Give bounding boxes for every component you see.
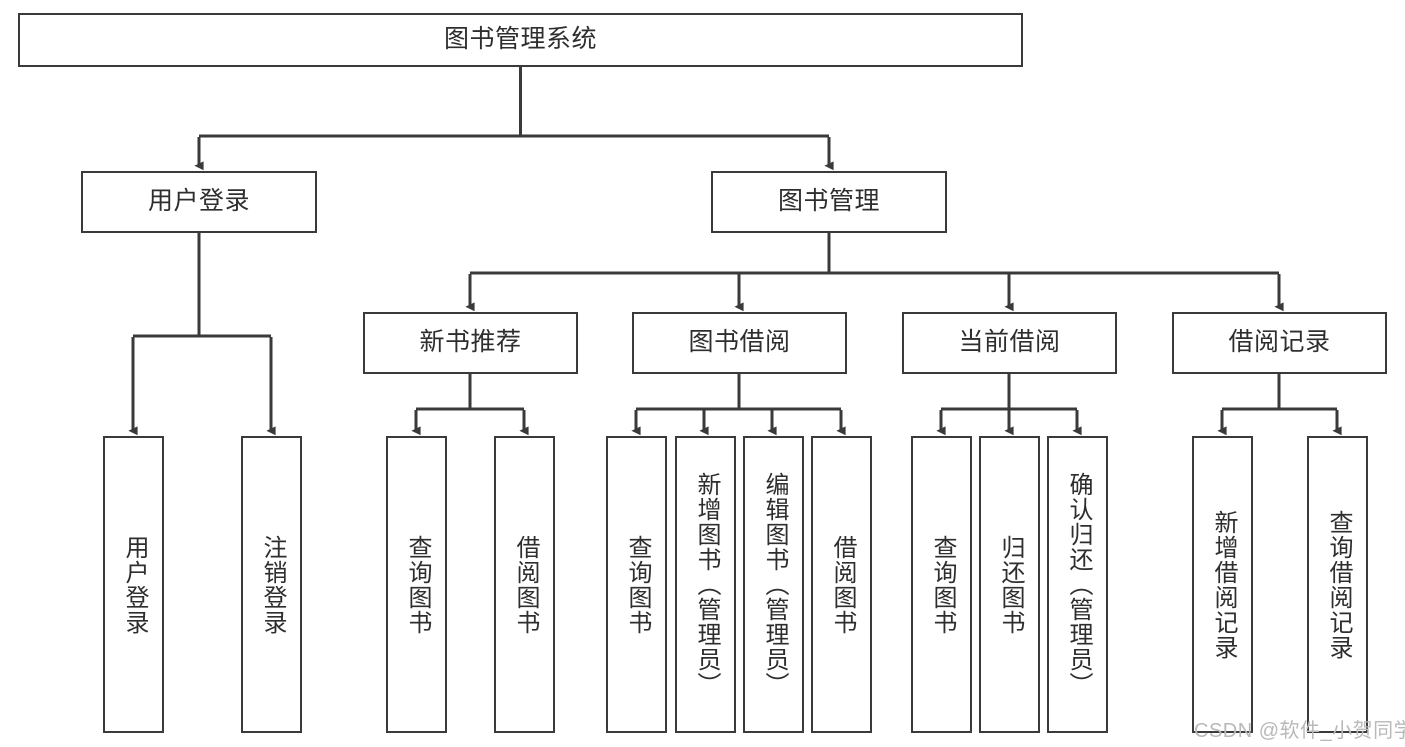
node-label: 归还图书: [996, 534, 1024, 635]
node-label: 当前借阅: [958, 328, 1061, 357]
node-label: 确认归还（管理员）: [1064, 472, 1092, 697]
leaf-return-book[interactable]: 归还图书: [979, 436, 1040, 733]
leaf-query-borrow-record[interactable]: 查询借阅记录: [1307, 436, 1368, 733]
node-label: 借阅图书: [511, 534, 539, 635]
node-label: 图书借阅: [688, 328, 791, 357]
node-label: 新增图书（管理员）: [692, 472, 720, 697]
node-label: 借阅记录: [1228, 328, 1331, 357]
node-label: 用户登录: [120, 534, 148, 635]
leaf-query-book-recommend[interactable]: 查询图书: [386, 436, 447, 733]
leaf-add-borrow-record[interactable]: 新增借阅记录: [1192, 436, 1253, 733]
node-label: 新增借阅记录: [1209, 509, 1237, 660]
node-new-book-recommend[interactable]: 新书推荐: [363, 312, 578, 374]
leaf-user-login[interactable]: 用户登录: [103, 436, 164, 733]
node-label: 用户登录: [147, 187, 250, 216]
leaf-edit-book-admin[interactable]: 编辑图书（管理员）: [743, 436, 804, 733]
leaf-confirm-return-admin[interactable]: 确认归还（管理员）: [1047, 436, 1108, 733]
node-book-management[interactable]: 图书管理: [711, 171, 947, 233]
node-label: 图书管理: [777, 187, 880, 216]
csdn-watermark: CSDN @软件_小贺同学: [1194, 720, 1405, 742]
leaf-logout[interactable]: 注销登录: [241, 436, 302, 733]
node-borrow-record[interactable]: 借阅记录: [1172, 312, 1387, 374]
node-root-system[interactable]: 图书管理系统: [18, 13, 1023, 67]
node-user-login[interactable]: 用户登录: [81, 171, 317, 233]
node-label: 查询图书: [403, 534, 431, 635]
node-book-borrow[interactable]: 图书借阅: [632, 312, 847, 374]
leaf-add-book-admin[interactable]: 新增图书（管理员）: [675, 436, 736, 733]
leaf-borrow-book[interactable]: 借阅图书: [811, 436, 872, 733]
leaf-query-book-current[interactable]: 查询图书: [911, 436, 972, 733]
leaf-borrow-book-recommend[interactable]: 借阅图书: [494, 436, 555, 733]
leaf-query-book-borrow[interactable]: 查询图书: [606, 436, 667, 733]
node-label: 查询图书: [928, 534, 956, 635]
node-label: 查询借阅记录: [1324, 509, 1352, 660]
node-label: 编辑图书（管理员）: [760, 472, 788, 697]
node-label: 借阅图书: [828, 534, 856, 635]
node-label: 注销登录: [258, 534, 286, 635]
node-label: 查询图书: [623, 534, 651, 635]
node-label: 新书推荐: [419, 328, 522, 357]
node-current-borrow[interactable]: 当前借阅: [902, 312, 1117, 374]
node-label: 图书管理系统: [443, 25, 597, 54]
